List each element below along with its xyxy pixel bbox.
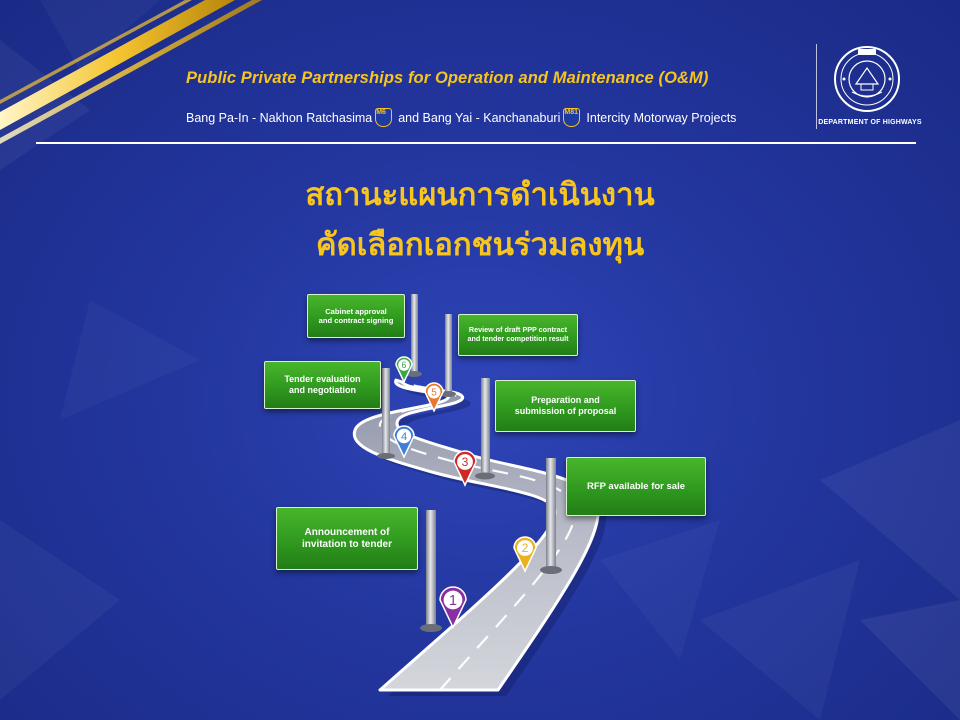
subtitle-route-1: Bang Pa-In - Nakhon Ratchasima [186, 110, 373, 125]
m6-route-badge-icon: M6 [375, 108, 393, 127]
sign-pole-4 [382, 368, 390, 456]
step-3-marker-icon: 3 [453, 450, 477, 487]
step-6-label-line-1: Cabinet approval [325, 306, 387, 316]
department-label: DEPARTMENT OF HIGHWAYS [818, 119, 922, 126]
step-4-label-line-1: Tender evaluation [284, 374, 361, 385]
step-6-label-line-2: and contract signing [318, 316, 394, 325]
header-title: Public Private Partnerships for Operatio… [186, 69, 709, 87]
subtitle-project: Intercity Motorway Projects [586, 110, 737, 125]
step-2-sign: RFP available for sale [566, 457, 706, 516]
sign-pole-6 [411, 294, 418, 374]
main-title-line-1: สถานะแผนการดำเนินงาน [305, 177, 655, 213]
step-2-marker-number: 2 [522, 541, 529, 555]
main-title-line-2: คัดเลือกเอกชนร่วมลงทุน [315, 227, 645, 263]
step-3-marker-number: 3 [462, 455, 469, 469]
m81-route-badge-icon: M81 [563, 108, 581, 127]
step-1-marker-icon: 1 [439, 586, 467, 630]
step-4-marker-icon: 4 [393, 425, 415, 459]
sign-pole-5 [445, 314, 452, 394]
step-1-label-line-1: Announcement of [304, 526, 390, 538]
step-5-label-line-1: Review of draft PPP contract [468, 325, 568, 335]
step-5-marker-number: 5 [431, 387, 437, 398]
step-4-sign: Tender evaluation and negotiation [264, 361, 381, 409]
header-divider [36, 142, 916, 144]
step-4-marker-number: 4 [401, 431, 407, 443]
step-2-marker-icon: 2 [513, 536, 537, 573]
step-6-marker-number: 6 [402, 360, 407, 370]
step-6-marker-icon: 6 [395, 356, 413, 384]
step-1-sign: Announcement of invitation to tender [276, 507, 418, 570]
department-seal-icon [834, 46, 900, 112]
step-5-sign: Review of draft PPP contract and tender … [458, 314, 578, 356]
step-4-label-line-2: and negotiation [288, 385, 356, 395]
step-1-label-line-2: invitation to tender [302, 538, 392, 550]
sign-pole-3 [481, 378, 490, 476]
step-3-label-line-2: submission of proposal [514, 406, 617, 416]
sign-pole-1 [426, 510, 436, 628]
step-3-sign: Preparation and submission of proposal [495, 380, 636, 432]
step-1-marker-number: 1 [449, 593, 457, 609]
step-5-label-line-2: and tender competition result [467, 334, 569, 343]
step-3-label-line-1: Preparation and [531, 395, 600, 406]
subtitle-route-2: and Bang Yai - Kanchanaburi [398, 110, 561, 125]
sign-pole-2 [546, 458, 556, 570]
step-5-marker-icon: 5 [424, 382, 444, 413]
header-subtitle: Bang Pa-In - Nakhon Ratchasima M6 and Ba… [186, 108, 736, 127]
header-divider-vertical [816, 44, 817, 129]
step-6-sign: Cabinet approval and contract signing [307, 294, 405, 338]
step-2-label-line-1: RFP available for sale [586, 480, 686, 492]
